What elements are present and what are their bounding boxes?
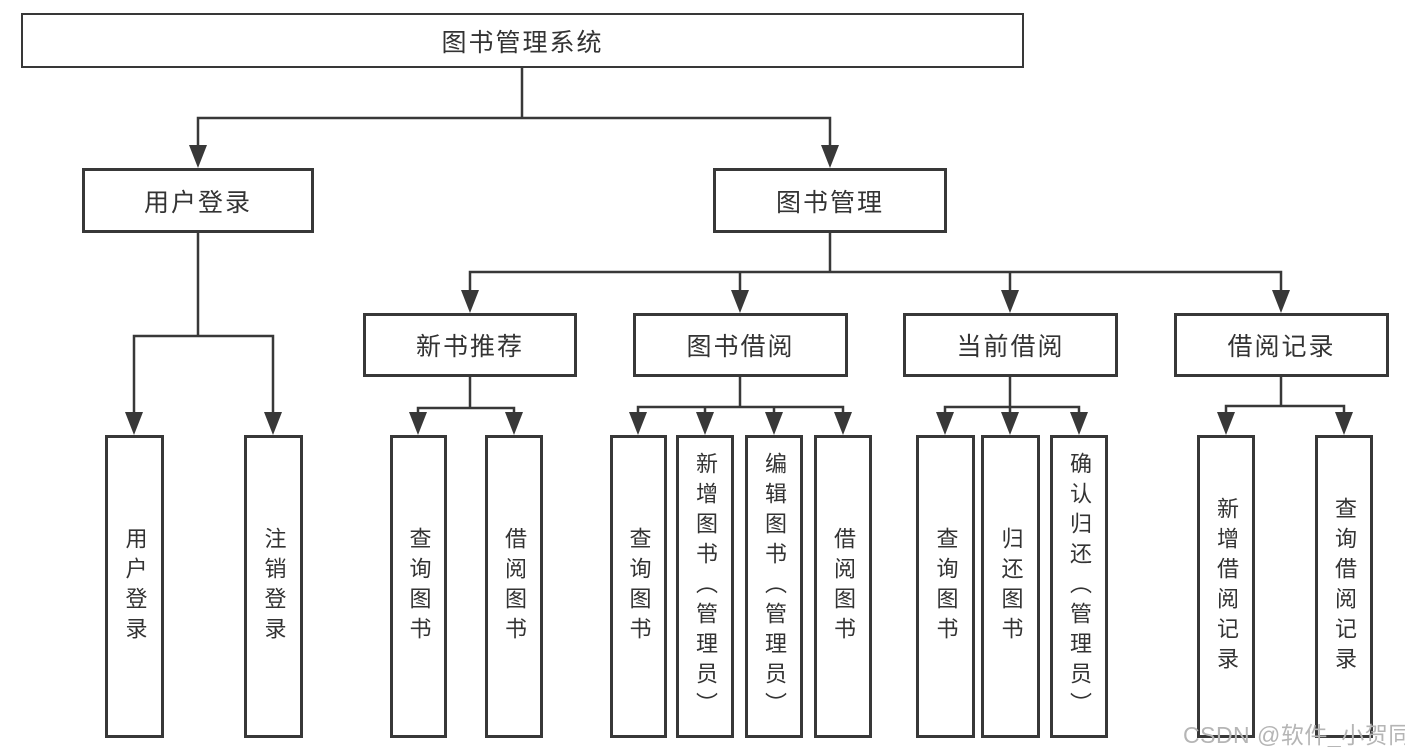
leaf-user-login-label: 用户登录 xyxy=(122,526,148,647)
csdn-watermark: CSDN @软件_小贺同学 xyxy=(1183,722,1405,747)
leaf-query-borrow-record-label: 查询借阅记录 xyxy=(1332,496,1357,677)
node-user-login-label: 用户登录 xyxy=(143,188,252,217)
leaf-query-books-borrow: 查询图书 xyxy=(610,435,667,738)
node-new-book-recommend-label: 新书推荐 xyxy=(415,333,524,361)
leaf-borrow-books-label: 借阅图书 xyxy=(831,526,856,647)
leaf-query-books-recommend: 查询图书 xyxy=(390,435,447,738)
connector-records-to-leaves xyxy=(1224,375,1346,420)
leaf-query-books-current: 查询图书 xyxy=(916,435,975,738)
leaf-query-books-borrow-label: 查询图书 xyxy=(626,526,652,647)
node-borrow-records: 借阅记录 xyxy=(1174,313,1389,377)
connector-recommend-to-leaves xyxy=(416,375,516,420)
leaf-edit-books-admin: 编辑图书（管理员） xyxy=(745,435,803,738)
node-book-borrow-label: 图书借阅 xyxy=(686,333,795,361)
node-current-borrow-label: 当前借阅 xyxy=(956,333,1065,361)
connector-current-to-leaves xyxy=(943,375,1081,420)
node-new-book-recommend: 新书推荐 xyxy=(363,313,577,377)
leaf-return-books: 归还图书 xyxy=(981,435,1040,738)
leaf-borrow-books-recommend-label: 借阅图书 xyxy=(502,526,527,647)
connector-borrow-to-leaves xyxy=(636,375,845,420)
leaf-add-books-admin: 新增图书（管理员） xyxy=(676,435,734,738)
connector-management-to-level3 xyxy=(468,231,1283,297)
node-book-management: 图书管理 xyxy=(713,168,947,233)
leaf-edit-books-admin-label: 编辑图书（管理员） xyxy=(762,451,787,722)
connector-login-to-leaves xyxy=(132,231,275,419)
arrowheads xyxy=(125,145,1353,435)
leaf-borrow-books: 借阅图书 xyxy=(814,435,872,738)
leaf-confirm-return-admin: 确认归还（管理员） xyxy=(1050,435,1108,738)
leaf-confirm-return-admin-label: 确认归还（管理员） xyxy=(1067,451,1092,722)
leaf-logout-label: 注销登录 xyxy=(261,526,287,647)
node-user-login: 用户登录 xyxy=(82,168,314,233)
leaf-add-books-admin-label: 新增图书（管理员） xyxy=(693,451,718,722)
connector-root-to-level2 xyxy=(196,66,832,152)
leaf-query-books-recommend-label: 查询图书 xyxy=(406,526,432,647)
leaf-query-borrow-record: 查询借阅记录 xyxy=(1315,435,1373,738)
leaf-logout: 注销登录 xyxy=(244,435,303,738)
leaf-query-books-current-label: 查询图书 xyxy=(933,526,959,647)
leaf-add-borrow-record-label: 新增借阅记录 xyxy=(1214,496,1239,677)
leaf-add-borrow-record: 新增借阅记录 xyxy=(1197,435,1255,738)
leaf-user-login: 用户登录 xyxy=(105,435,164,738)
leaf-borrow-books-recommend: 借阅图书 xyxy=(485,435,543,738)
node-borrow-records-label: 借阅记录 xyxy=(1227,333,1336,361)
node-root-system: 图书管理系统 xyxy=(21,13,1024,68)
node-book-borrow: 图书借阅 xyxy=(633,313,848,377)
node-root-label: 图书管理系统 xyxy=(441,28,604,57)
leaf-return-books-label: 归还图书 xyxy=(998,526,1024,647)
node-book-management-label: 图书管理 xyxy=(775,188,884,217)
node-current-borrow: 当前借阅 xyxy=(903,313,1118,377)
